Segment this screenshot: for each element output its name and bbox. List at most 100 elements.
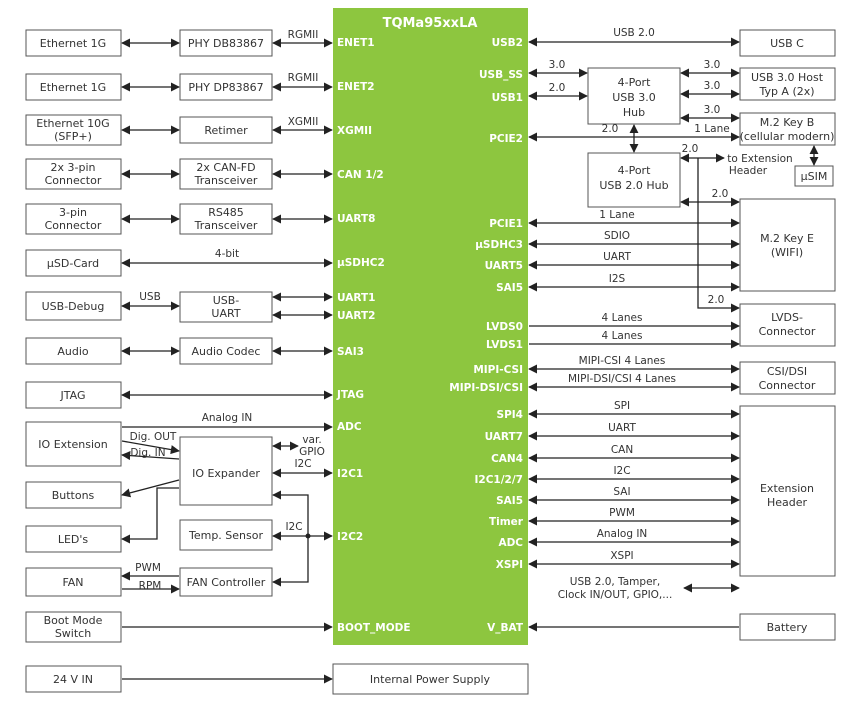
pin-i2c1: I2C1 bbox=[337, 468, 363, 480]
uart-ext-label: UART bbox=[608, 422, 636, 434]
boot-mode-label: Boot Mode bbox=[44, 614, 103, 627]
usb-debug-label: USB-Debug bbox=[42, 300, 105, 313]
mipi-dsi-label: MIPI-DSI/CSI 4 Lanes bbox=[568, 373, 676, 385]
usb-c-box bbox=[739, 29, 836, 57]
extension-header-sub: Header bbox=[767, 496, 808, 509]
rgmii-label-2: RGMII bbox=[288, 72, 319, 84]
pin-i2c2: I2C2 bbox=[337, 531, 363, 543]
can-fd-label: 2x CAN-FD bbox=[196, 161, 255, 174]
pin-usb-ss: USB_SS bbox=[479, 69, 523, 81]
usb30-host-sub: Typ A (2x) bbox=[758, 85, 814, 98]
phy-label-1: PHY DB83867 bbox=[188, 37, 264, 50]
i2c-label-a: I2C bbox=[294, 458, 311, 470]
lanes4-label-b: 4 Lanes bbox=[602, 330, 643, 342]
pin-xspi: XSPI bbox=[496, 559, 523, 571]
v20-label-d: 2.0 bbox=[712, 188, 729, 200]
mipi-csi-label: MIPI-CSI 4 Lanes bbox=[579, 355, 666, 367]
power-supply-box bbox=[332, 663, 529, 695]
left-pins: ENET1 ENET2 XGMII CAN 1/2 UART8 µSDHC2 U… bbox=[336, 37, 411, 634]
io-extension-box bbox=[25, 421, 122, 467]
m2-key-b-label: M.2 Key B bbox=[760, 116, 814, 129]
retimer-label: Retimer bbox=[204, 124, 248, 137]
sdio-label: SDIO bbox=[604, 230, 630, 242]
connector-3pin-label: 3-pin bbox=[59, 206, 87, 219]
can-label: CAN bbox=[611, 444, 633, 456]
pin-usdhc2: µSDHC2 bbox=[337, 257, 385, 269]
m2-key-e-label: M.2 Key E bbox=[760, 232, 814, 245]
pin-uart5: UART5 bbox=[485, 260, 523, 272]
extension-header-box bbox=[739, 405, 836, 577]
battery-box bbox=[739, 613, 836, 641]
pin-jtag: JTAG bbox=[336, 389, 364, 401]
pin-adc-right: ADC bbox=[498, 537, 523, 549]
pin-uart1: UART1 bbox=[337, 292, 375, 304]
usb20-label: USB 2.0 bbox=[613, 27, 655, 39]
boot-mode-sub: Switch bbox=[55, 627, 91, 640]
pin-mipi-csi: MIPI-CSI bbox=[473, 364, 523, 376]
pin-usdhc3: µSDHC3 bbox=[475, 239, 523, 251]
usb-label: USB bbox=[139, 291, 161, 303]
usb-debug-box bbox=[25, 291, 122, 321]
v20-label-e: 2.0 bbox=[708, 294, 725, 306]
to-extension-sub: Header bbox=[729, 165, 768, 177]
pin-uart2: UART2 bbox=[337, 310, 375, 322]
can-fd-box bbox=[179, 158, 273, 190]
can-fd-sub: Transceiver bbox=[194, 174, 258, 187]
phy-label-2: PHY DP83867 bbox=[188, 81, 263, 94]
pin-adc: ADC bbox=[337, 421, 362, 433]
right-line-labels: USB 2.0 3.0 2.0 3.0 3.0 3.0 1 Lane 2.0 2… bbox=[549, 27, 730, 601]
pin-pcie2: PCIE2 bbox=[489, 133, 523, 145]
rpm-label: RPM bbox=[139, 580, 162, 592]
lvds-connector-sub: Connector bbox=[759, 325, 816, 338]
pin-timer: Timer bbox=[489, 516, 524, 528]
usd-card-box bbox=[25, 249, 122, 277]
v20-label-c: 2.0 bbox=[682, 143, 699, 155]
to-extension-label: to Extension bbox=[727, 153, 792, 165]
usb30-hub-label-1: 4-Port bbox=[618, 76, 651, 89]
rs485-sub: Transceiver bbox=[194, 219, 258, 232]
pin-xgmii: XGMII bbox=[337, 125, 372, 137]
fan-controller-label: FAN Controller bbox=[187, 576, 266, 589]
lane1-label-b: 1 Lane bbox=[694, 123, 729, 135]
lvds-connector-box bbox=[739, 303, 836, 347]
v30-label-c: 3.0 bbox=[704, 80, 721, 92]
m2-key-e-box bbox=[739, 198, 836, 292]
pin-boot-mode: BOOT_MODE bbox=[337, 622, 411, 634]
pwm-right-label: PWM bbox=[609, 507, 635, 519]
module-block bbox=[333, 8, 528, 645]
connector-2x3pin-label: 2x 3-pin bbox=[51, 161, 96, 174]
phy-box-1 bbox=[179, 29, 273, 57]
audio-box bbox=[25, 337, 122, 365]
phy-box-2 bbox=[179, 73, 273, 101]
audio-codec-box bbox=[179, 337, 273, 365]
pin-lvds1: LVDS1 bbox=[486, 339, 523, 351]
lanes4-label-a: 4 Lanes bbox=[602, 312, 643, 324]
pin-sai5-b: SAI5 bbox=[496, 495, 523, 507]
ethernet-1g-box-2 bbox=[25, 73, 122, 101]
4bit-label: 4-bit bbox=[215, 248, 239, 260]
boot-mode-switch-box bbox=[25, 611, 122, 643]
temp-sensor-label: Temp. Sensor bbox=[188, 529, 263, 542]
ethernet-1g-label-1: Ethernet 1G bbox=[40, 37, 106, 50]
right-peripherals: USB C USB 3.0 Host Typ A (2x) M.2 Key B … bbox=[587, 29, 836, 641]
pin-uart8: UART8 bbox=[337, 213, 375, 225]
dig-in-label: Dig. IN bbox=[130, 447, 165, 459]
io-extension-label: IO Extension bbox=[38, 438, 107, 451]
m2-key-e-sub: (WIFI) bbox=[771, 246, 803, 259]
var-gpio-label: var. bbox=[302, 434, 321, 446]
connector-2x3pin-box bbox=[25, 158, 122, 190]
power-supply-label: Internal Power Supply bbox=[370, 673, 491, 686]
v20-label-b: 2.0 bbox=[602, 123, 619, 135]
sai-label: SAI bbox=[613, 486, 630, 498]
connector-3pin-box bbox=[25, 203, 122, 235]
left-peripherals: Ethernet 1G Ethernet 1G Ethernet 10G (SF… bbox=[25, 29, 122, 693]
pin-can: CAN 1/2 bbox=[337, 169, 384, 181]
pin-uart7: UART7 bbox=[485, 431, 523, 443]
m2-key-b-sub: (cellular modern) bbox=[740, 130, 835, 143]
left-line-labels: RGMII RGMII XGMII 4-bit USB Analog IN Di… bbox=[130, 29, 325, 592]
v30-label-d: 3.0 bbox=[704, 104, 721, 116]
pin-vbat: V_BAT bbox=[487, 622, 524, 634]
pin-mipi-dsi-csi: MIPI-DSI/CSI bbox=[449, 382, 523, 394]
i2c-label: I2C bbox=[613, 465, 630, 477]
dig-out-label: Dig. OUT bbox=[130, 431, 177, 443]
